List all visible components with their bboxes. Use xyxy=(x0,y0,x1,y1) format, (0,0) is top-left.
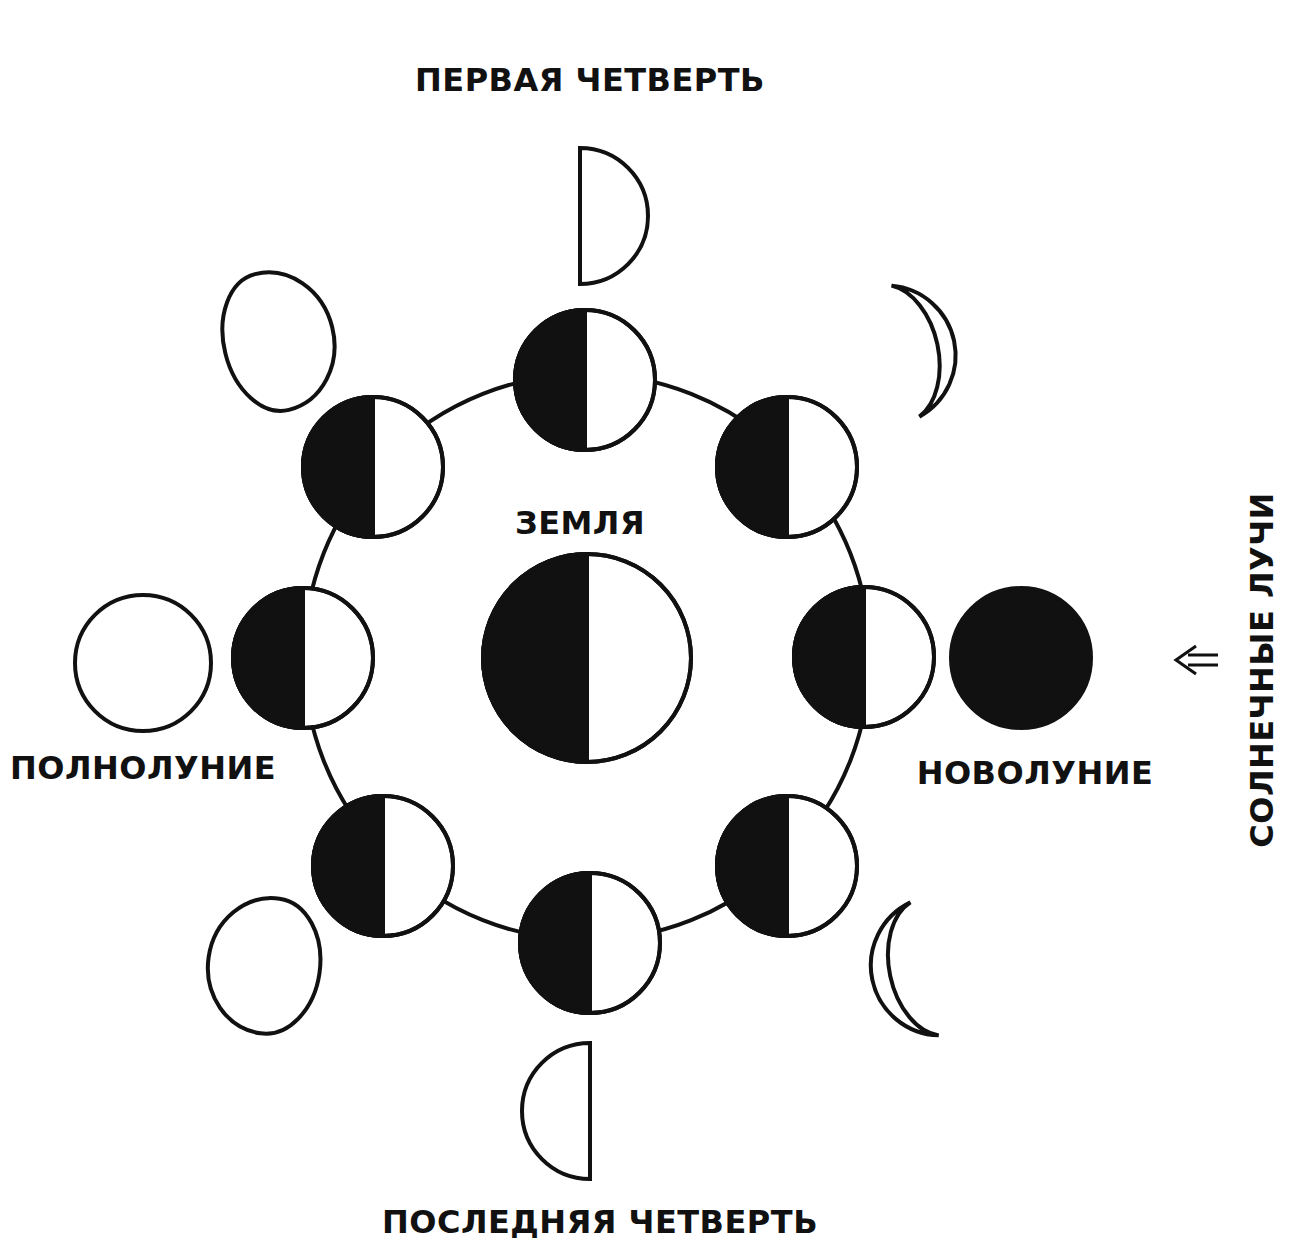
moon-outline xyxy=(515,310,655,450)
orbit-moon xyxy=(520,873,660,1013)
orbit-moons xyxy=(233,310,934,1013)
waxing-gibbous xyxy=(208,259,349,421)
orbit-moon xyxy=(717,796,857,936)
moon-shadow xyxy=(717,397,787,537)
moon-outline xyxy=(794,587,934,727)
full-moon xyxy=(75,595,211,731)
first-quarter xyxy=(580,148,648,284)
earth xyxy=(483,554,691,762)
moon-shadow xyxy=(794,587,864,727)
waning-crescent xyxy=(858,902,938,1046)
last-quarter xyxy=(522,1043,590,1179)
moon-outline xyxy=(717,397,857,537)
moon-outline xyxy=(520,873,660,1013)
moon-shadow xyxy=(313,796,383,936)
moon-outline xyxy=(233,588,373,728)
moon-shadow xyxy=(303,397,373,537)
moon-shadow xyxy=(717,796,787,936)
orbit-moon xyxy=(303,397,443,537)
title-label: ПОСЛЕДНЯЯ ЧЕТВЕРТЬ xyxy=(382,1206,818,1238)
moon-outline xyxy=(313,796,453,936)
full-moon-label: ПОЛНОЛУНИЕ xyxy=(10,752,276,784)
moon-shadow xyxy=(515,310,585,450)
phase-views xyxy=(75,148,1091,1179)
moon-outline xyxy=(303,397,443,537)
waxing-crescent xyxy=(892,275,969,416)
sun-rays-label: СОЛНЕЧНЫЕ ЛУЧИ xyxy=(1246,492,1278,848)
orbit-moon xyxy=(717,397,857,537)
waning-gibbous xyxy=(199,890,329,1040)
moon-outline xyxy=(717,796,857,936)
title-label: ПЕРВАЯ ЧЕТВЕРТЬ xyxy=(415,64,765,96)
earth-label: ЗЕМЛЯ xyxy=(515,507,645,539)
orbit xyxy=(304,374,870,940)
sun-arrow xyxy=(1176,646,1218,674)
new-moon xyxy=(951,588,1091,728)
moon-shadow xyxy=(520,873,590,1013)
orbit-moon xyxy=(233,588,373,728)
orbit-moon xyxy=(313,796,453,936)
new-moon-label: НОВОЛУНИЕ xyxy=(917,757,1154,789)
orbit-moon xyxy=(794,587,934,727)
orbit-moon xyxy=(515,310,655,450)
moon-shadow xyxy=(233,588,303,728)
